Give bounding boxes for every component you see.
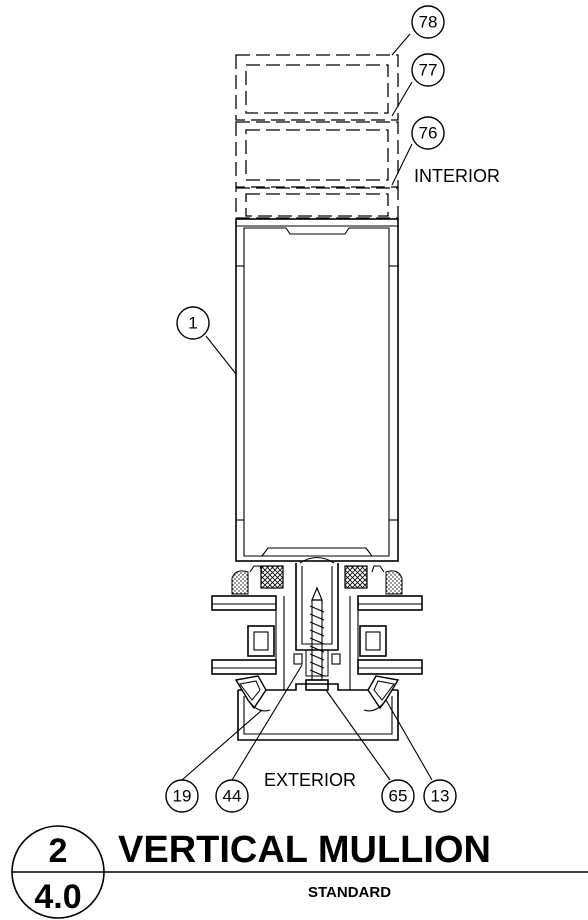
title-block: 2 4.0 VERTICAL MULLION STANDARD	[11, 825, 588, 919]
interior-dashed-profiles	[235, 54, 399, 219]
tag-19: 19	[165, 779, 199, 813]
tag-65: 65	[381, 779, 415, 813]
pressure-plate-and-cover	[234, 675, 400, 741]
svg-text:1: 1	[188, 314, 197, 333]
svg-text:78: 78	[419, 13, 438, 32]
glazing-blocks	[231, 565, 403, 595]
svg-text:65: 65	[389, 787, 408, 806]
glass-left	[211, 595, 285, 690]
leader-lines	[181, 33, 433, 781]
tag-13: 13	[423, 779, 457, 813]
tag-77: 77	[411, 53, 445, 87]
tag-1: 1	[176, 306, 210, 340]
tag-78: 78	[411, 5, 445, 39]
drawing-subtitle: STANDARD	[308, 884, 391, 901]
mullion-profile	[235, 218, 399, 562]
tag-44: 44	[215, 779, 249, 813]
detail-number: 2	[49, 832, 68, 870]
glass-right	[349, 595, 423, 690]
tag-76: 76	[411, 116, 445, 150]
svg-text:77: 77	[419, 61, 438, 80]
svg-text:44: 44	[223, 787, 242, 806]
screw-boss	[295, 556, 339, 651]
sheet-number: 4.0	[34, 878, 81, 916]
svg-text:76: 76	[419, 124, 438, 143]
screw	[293, 586, 341, 691]
exterior-label: EXTERIOR	[264, 770, 356, 790]
svg-text:13: 13	[431, 787, 450, 806]
drawing-title: VERTICAL MULLION	[118, 829, 491, 871]
interior-label: INTERIOR	[414, 166, 500, 186]
svg-text:19: 19	[173, 787, 192, 806]
